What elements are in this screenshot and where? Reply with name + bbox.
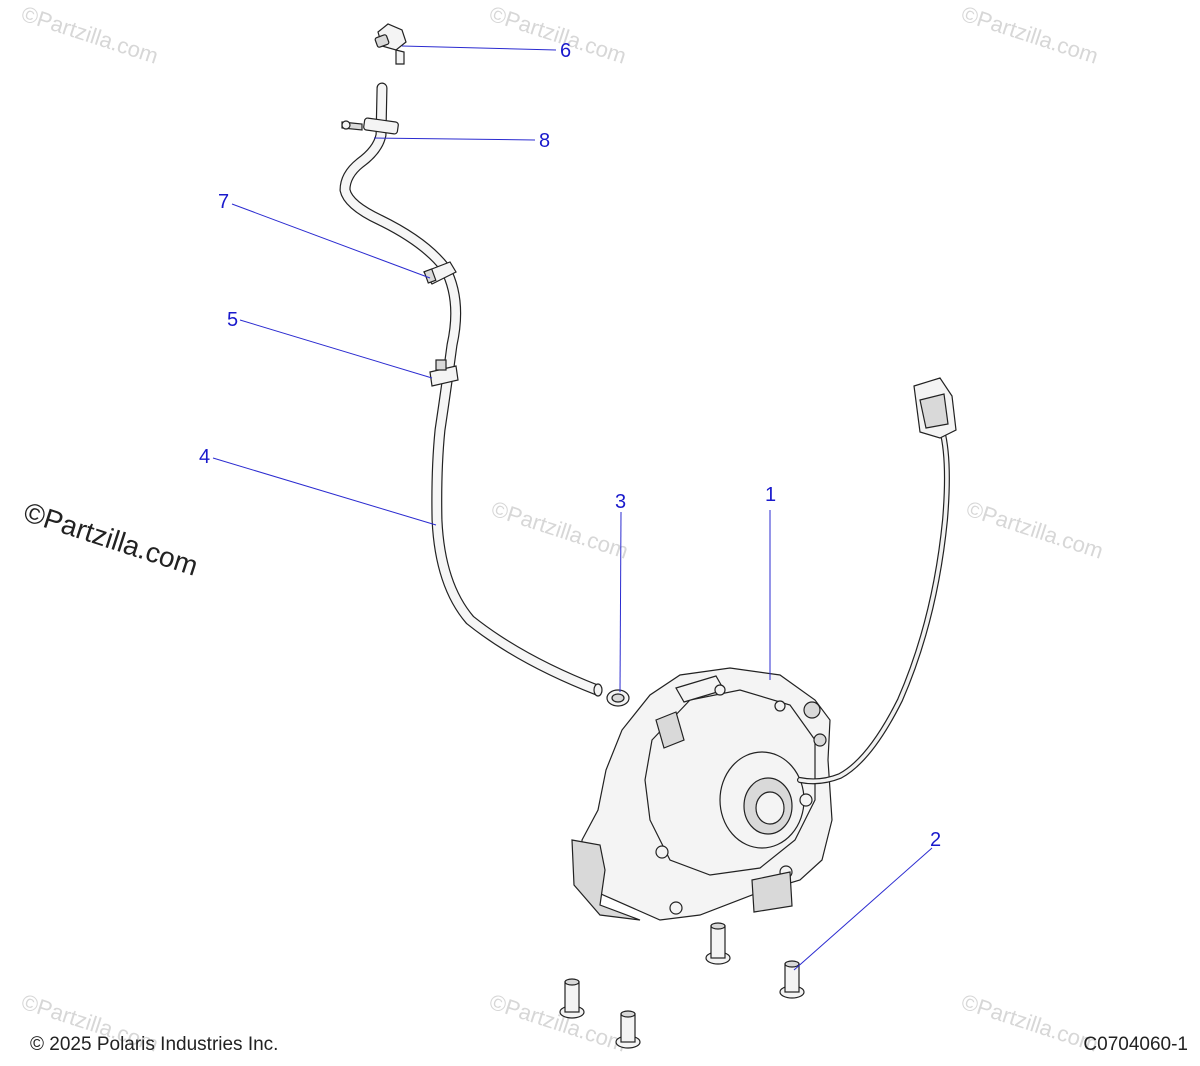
mounting-bolt — [559, 978, 585, 1019]
copyright-text: © 2025 Polaris Industries Inc. — [30, 1034, 279, 1055]
gearcase-assembly — [571, 667, 833, 921]
watermark: ©Partzilla.com — [486, 1, 629, 69]
hose-clip-7 — [423, 261, 457, 285]
mounting-bolt — [779, 960, 805, 999]
leader-4 — [212, 457, 437, 526]
watermark: ©Partzilla.com — [486, 989, 629, 1057]
callout-1[interactable]: 1 — [765, 484, 776, 506]
leader-6 — [401, 45, 557, 51]
leader-2 — [793, 847, 933, 971]
watermark: ©Partzilla.com — [958, 1, 1101, 69]
leader-8 — [373, 137, 536, 141]
mounting-bolt — [705, 922, 731, 965]
diagram-code: C0704060-1 — [1083, 1034, 1188, 1055]
leader-5 — [239, 319, 433, 379]
callout-3[interactable]: 3 — [615, 491, 626, 513]
callout-5[interactable]: 5 — [227, 309, 238, 331]
leader-3 — [619, 511, 622, 693]
callout-7[interactable]: 7 — [218, 191, 229, 213]
callout-6[interactable]: 6 — [560, 40, 571, 62]
watermark: ©Partzilla.com — [488, 496, 631, 564]
callout-2[interactable]: 2 — [930, 829, 941, 851]
vent-fitting — [374, 23, 407, 65]
sensor-harness — [797, 377, 957, 785]
mounting-bolt — [615, 1010, 641, 1049]
watermark: ©Partzilla.com — [18, 1, 161, 69]
watermark-large: ©Partzilla.com — [20, 496, 202, 581]
hose-clip-8 — [341, 117, 399, 135]
callout-4[interactable]: 4 — [199, 446, 210, 468]
hose-clamp — [606, 689, 630, 707]
watermark: ©Partzilla.com — [958, 989, 1101, 1057]
leader-lines — [212, 45, 933, 971]
leader-7 — [231, 203, 431, 279]
callouts: 1 2 3 4 5 6 7 8 — [199, 40, 941, 851]
hose-end — [593, 683, 603, 697]
watermark: ©Partzilla.com — [963, 496, 1106, 564]
hose-clip-5 — [429, 359, 459, 387]
vent-hose — [339, 82, 603, 697]
callout-8[interactable]: 8 — [539, 130, 550, 152]
